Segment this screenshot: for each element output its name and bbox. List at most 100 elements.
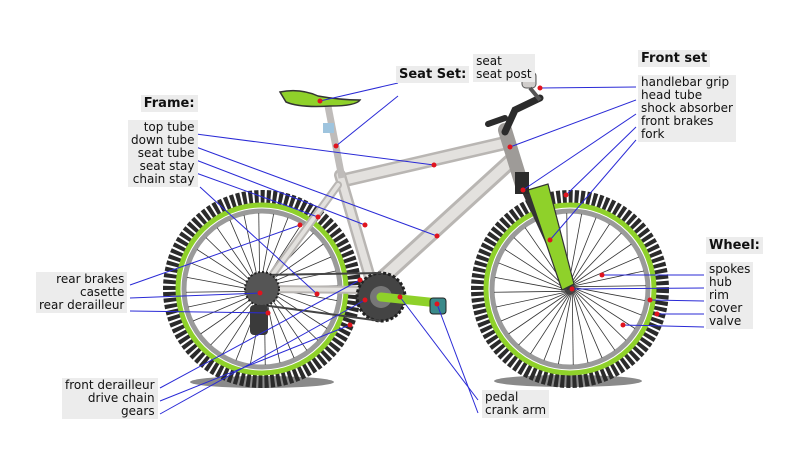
label-fork: fork [641,127,665,141]
leader-line [129,292,261,299]
leader-line [319,82,399,102]
part-marker [434,301,440,307]
label-down-tube: down tube [131,133,195,147]
part-marker [654,311,660,317]
spoke [498,262,565,290]
leader-line [195,159,366,226]
label-hub: hub [709,275,732,289]
part-marker [620,322,626,328]
wheel-labels: Wheel: spokes hub rim cover valve [706,237,800,329]
leader-line [622,324,705,328]
spoke [575,285,646,288]
spoke [494,290,565,293]
wheel-heading: Wheel: [706,237,763,254]
spoke [574,292,616,351]
seat-set-heading: Seat Set: [396,66,470,83]
spoke [494,276,565,291]
part-marker [347,322,353,328]
leader-line [436,303,479,414]
drive-labels: front derailleur drive chain gears [62,378,158,419]
pedal-labels: pedal crank arm [482,390,550,418]
leader-line [195,172,319,218]
label-shock-absorber: shock absorber [641,101,733,115]
spoke [557,294,572,365]
part-marker [569,286,575,292]
leader-line [195,146,438,237]
spoke [518,294,568,346]
part-marker [563,192,569,198]
leader-line [195,133,435,166]
leader-line [129,310,269,314]
leader-lines [129,82,705,415]
spoke [573,293,603,359]
seat-assembly [278,89,362,179]
label-seat: seat [476,54,502,68]
spoke [543,294,571,361]
label-cover: cover [709,301,743,315]
part-marker [333,143,339,149]
label-crank-arm: crank arm [485,403,547,417]
leader-line [399,296,479,401]
leader-line [539,86,637,89]
leader-line [129,224,301,286]
leader-line [159,324,351,402]
label-handlebar-grip: handlebar grip [641,75,730,89]
front-set-heading: Front set [638,50,711,67]
spoke [508,293,567,335]
spoke [504,249,565,289]
spoke [188,291,258,308]
label-spokes: spokes [709,262,751,276]
part-marker [297,222,303,228]
leader-line [571,287,705,290]
leader-line [649,299,705,302]
part-marker [257,290,263,296]
part-marker [357,277,363,283]
bike-frame [258,123,529,294]
frame-heading: Frame: [140,95,198,112]
label-drive-chain: drive chain [87,391,155,405]
label-chain-stay: chain stay [132,172,195,186]
front-fork [515,172,575,291]
spoke [261,217,289,284]
spoke [216,227,258,286]
spoke [229,219,259,285]
label-rear-brakes: rear brakes [56,272,125,286]
label-front-derailleur: front derailleur [65,378,155,392]
part-marker [647,297,653,303]
part-marker [431,162,437,168]
spoke [222,294,262,355]
label-front-brakes: front brakes [641,114,714,128]
spoke [186,290,257,293]
spoke [572,232,622,284]
label-rim: rim [709,288,729,302]
spoke [574,270,644,287]
part-marker [507,144,513,150]
part-marker [520,187,526,193]
part-marker [317,98,323,104]
spoke [266,292,308,351]
label-head-tube: head tube [641,88,703,102]
label-seat-tube: seat tube [137,146,195,160]
spoke [571,294,574,365]
part-marker [362,222,368,228]
seat-set-labels: Seat Set: seat seat post [396,46,535,83]
label-gears: gears [121,404,155,418]
leader-line [549,139,637,241]
leader-line [522,113,637,191]
leader-line [199,186,318,295]
spoke [500,292,566,322]
spoke [496,291,566,308]
part-marker [599,272,605,278]
leader-line [565,126,637,196]
spoke [573,243,632,285]
leader-line [509,99,637,148]
spoke [575,288,642,316]
part-marker [397,294,403,300]
spoke [205,237,257,287]
front-wheel [471,190,669,388]
spoke [186,276,257,291]
spoke [570,223,610,284]
spoke [572,293,589,363]
spoke [574,256,640,286]
